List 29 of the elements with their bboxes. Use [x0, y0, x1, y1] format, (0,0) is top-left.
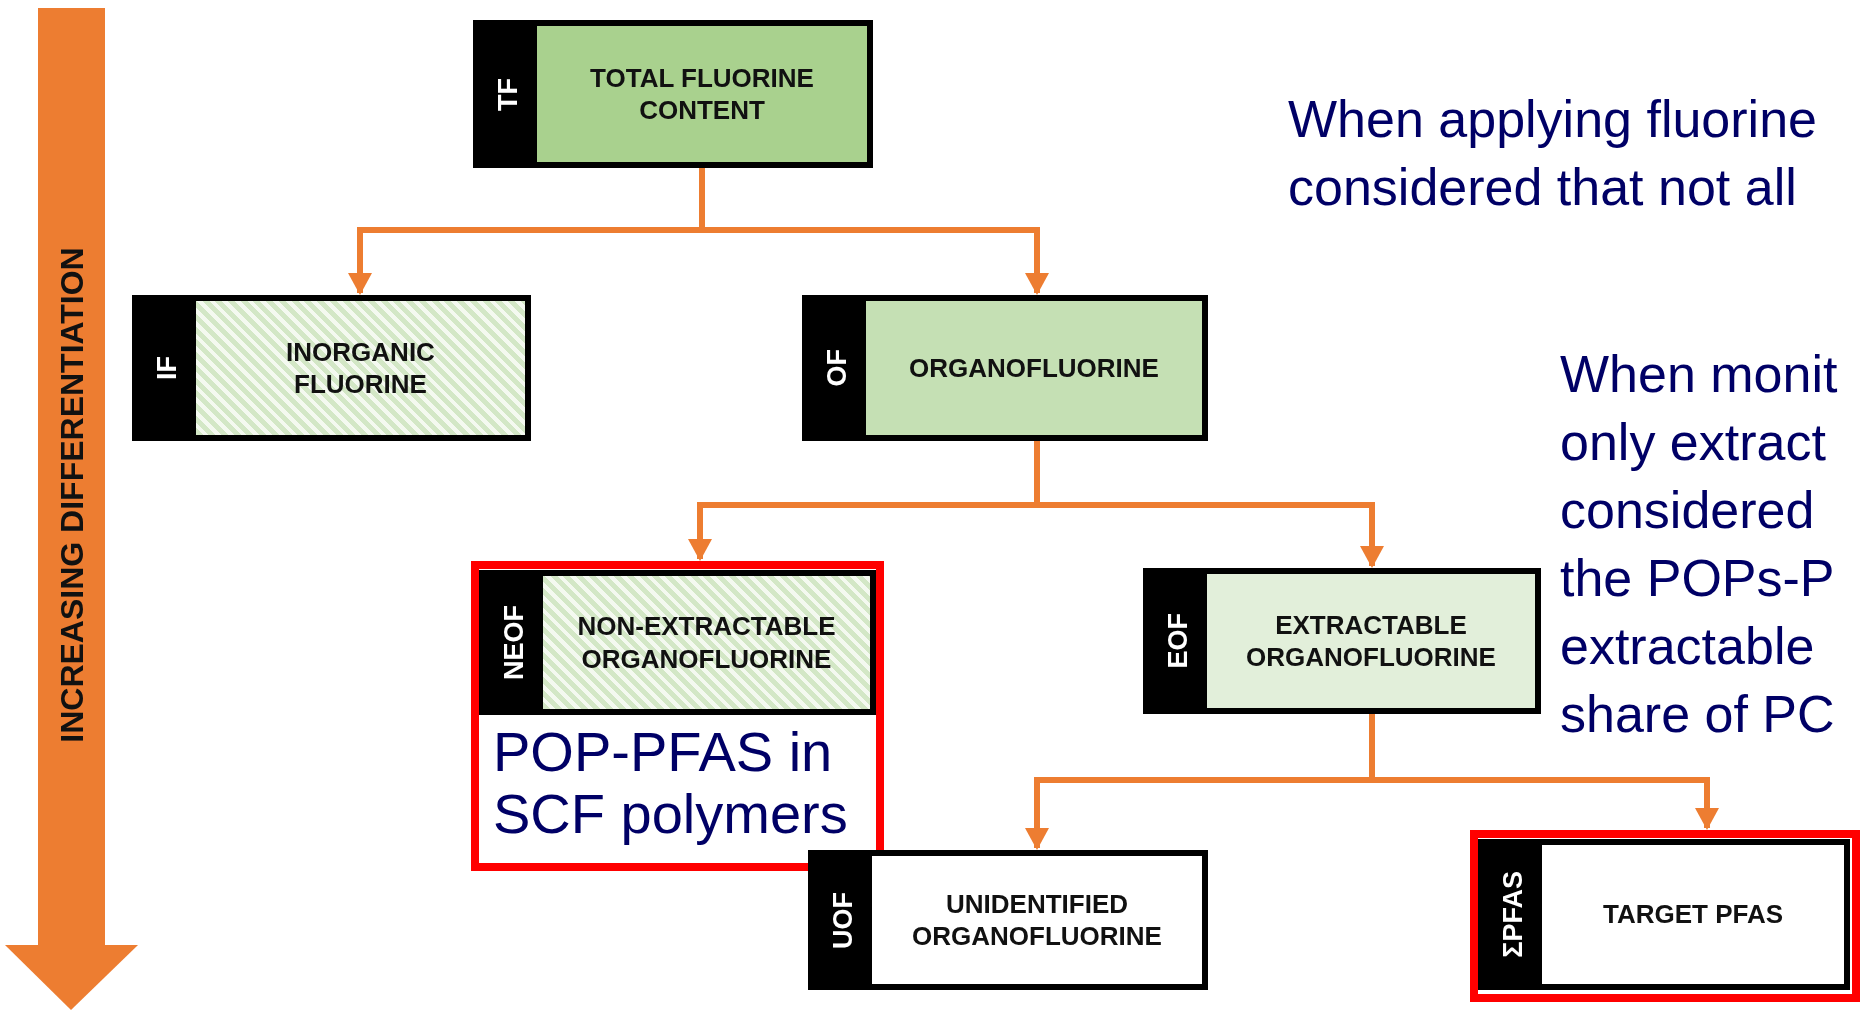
connector-arrow	[1034, 441, 1384, 568]
category-name: ORGANOFLUORINE	[909, 351, 1159, 385]
category-name: TARGET PFAS	[1602, 898, 1784, 931]
category-box	[1478, 839, 1850, 990]
frame-note: POP-PFAS in SCF polymers	[493, 721, 849, 845]
abbreviation: EOF	[1162, 613, 1194, 669]
category-name: EXTRACTABLE ORGANOFLUORINE	[1245, 608, 1497, 674]
category-box	[808, 850, 1208, 990]
abbreviation: IF	[151, 356, 183, 380]
abbreviation: ΣPFAS	[1497, 871, 1529, 958]
axis-label: INCREASING DIFFERENTIATION	[53, 247, 91, 743]
category-box	[132, 295, 531, 441]
category-name: TOTAL FLUORINE CONTENT	[589, 61, 815, 127]
abbreviation: NEOF	[498, 605, 530, 680]
connector-arrow	[1369, 714, 1719, 830]
category-name: NON-EXTRACTABLE ORGANOFLUORINE	[576, 610, 837, 675]
category-box	[802, 295, 1208, 441]
abbreviation: TF	[492, 77, 524, 111]
category-box	[479, 570, 876, 715]
highlight-frame	[471, 561, 884, 871]
category-box	[1143, 568, 1541, 714]
category-name: INORGANIC FLUORINE	[285, 335, 436, 401]
note-text: When applying fluorine considered that not all	[1288, 89, 1818, 218]
category-name: UNIDENTIFIED ORGANOFLUORINE	[911, 887, 1163, 953]
abbreviation: UOF	[827, 891, 859, 949]
category-box	[473, 20, 873, 168]
note-text: When monit only extract considered the POPs-P extractable share of PC	[1560, 344, 1839, 745]
abbreviation: OF	[821, 349, 853, 387]
highlight-frame	[1470, 830, 1860, 1002]
